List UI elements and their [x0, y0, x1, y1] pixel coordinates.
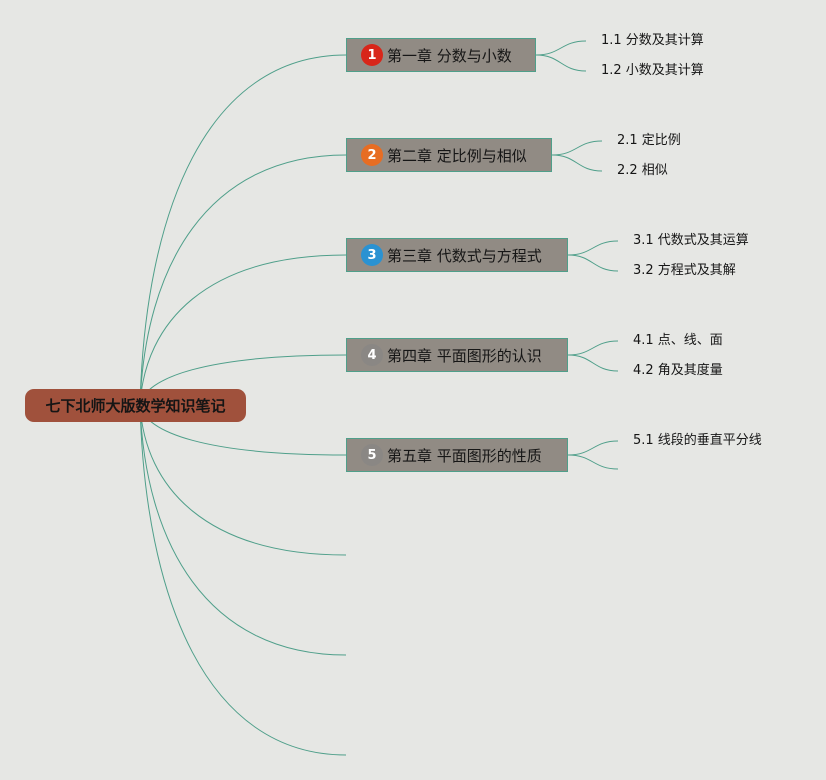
root-link-2: [139, 154, 347, 406]
chapter-label: 第三章 代数式与方程式: [387, 246, 542, 265]
chapter-label: 第五章 平面图形的性质: [387, 446, 542, 465]
number-badge-icon: 5: [361, 444, 383, 466]
root-link-empty-3: [139, 404, 347, 756]
number-badge-icon: 4: [361, 344, 383, 366]
chapter-label: 第二章 定比例与相似: [387, 146, 527, 165]
chapter-link-2-b: [551, 154, 603, 172]
section-topic-5-1[interactable]: 5.1 线段的垂直平分线: [633, 433, 762, 448]
badge-number: 1: [367, 47, 377, 63]
chapter-link-1-a: [535, 40, 587, 56]
chapter-label: 第四章 平面图形的认识: [387, 346, 542, 365]
root-topic-label: 七下北师大版数学知识笔记: [45, 397, 226, 415]
chapter-link-2-a: [551, 140, 603, 156]
chapter-topic-4[interactable]: 4 第四章 平面图形的认识: [346, 338, 568, 372]
badge-number: 2: [367, 147, 377, 163]
root-link-1: [139, 54, 347, 406]
chapter-link-4-b: [567, 354, 619, 372]
section-topic-4-2[interactable]: 4.2 角及其度量: [633, 363, 723, 378]
section-topic-1-1[interactable]: 1.1 分数及其计算: [601, 33, 704, 48]
section-topic-1-2[interactable]: 1.2 小数及其计算: [601, 63, 704, 78]
chapter-topic-5[interactable]: 5 第五章 平面图形的性质: [346, 438, 568, 472]
chapter-label: 第一章 分数与小数: [387, 46, 512, 65]
root-link-3: [139, 254, 347, 406]
chapter-topic-3[interactable]: 3 第三章 代数式与方程式: [346, 238, 568, 272]
chapter-link-3-b: [567, 254, 619, 272]
chapter-link-5-b: [567, 454, 619, 470]
number-badge-icon: 3: [361, 244, 383, 266]
chapter-link-1-b: [535, 54, 587, 72]
section-topic-3-1[interactable]: 3.1 代数式及其运算: [633, 233, 749, 248]
number-badge-icon: 2: [361, 144, 383, 166]
section-topic-2-1[interactable]: 2.1 定比例: [617, 133, 681, 148]
badge-number: 3: [367, 247, 377, 263]
root-link-empty-1: [139, 404, 347, 556]
chapter-topic-2[interactable]: 2 第二章 定比例与相似: [346, 138, 552, 172]
section-topic-2-2[interactable]: 2.2 相似: [617, 163, 668, 178]
number-badge-icon: 1: [361, 44, 383, 66]
root-link-empty-2: [139, 404, 347, 656]
section-topic-3-2[interactable]: 3.2 方程式及其解: [633, 263, 736, 278]
badge-number: 4: [367, 347, 377, 363]
badge-number: 5: [367, 447, 377, 463]
chapter-topic-1[interactable]: 1 第一章 分数与小数: [346, 38, 536, 72]
chapter-link-4-a: [567, 340, 619, 356]
root-topic[interactable]: 七下北师大版数学知识笔记: [25, 389, 246, 422]
section-topic-4-1[interactable]: 4.1 点、线、面: [633, 333, 723, 348]
chapter-link-5-a: [567, 440, 619, 456]
chapter-link-3-a: [567, 240, 619, 256]
